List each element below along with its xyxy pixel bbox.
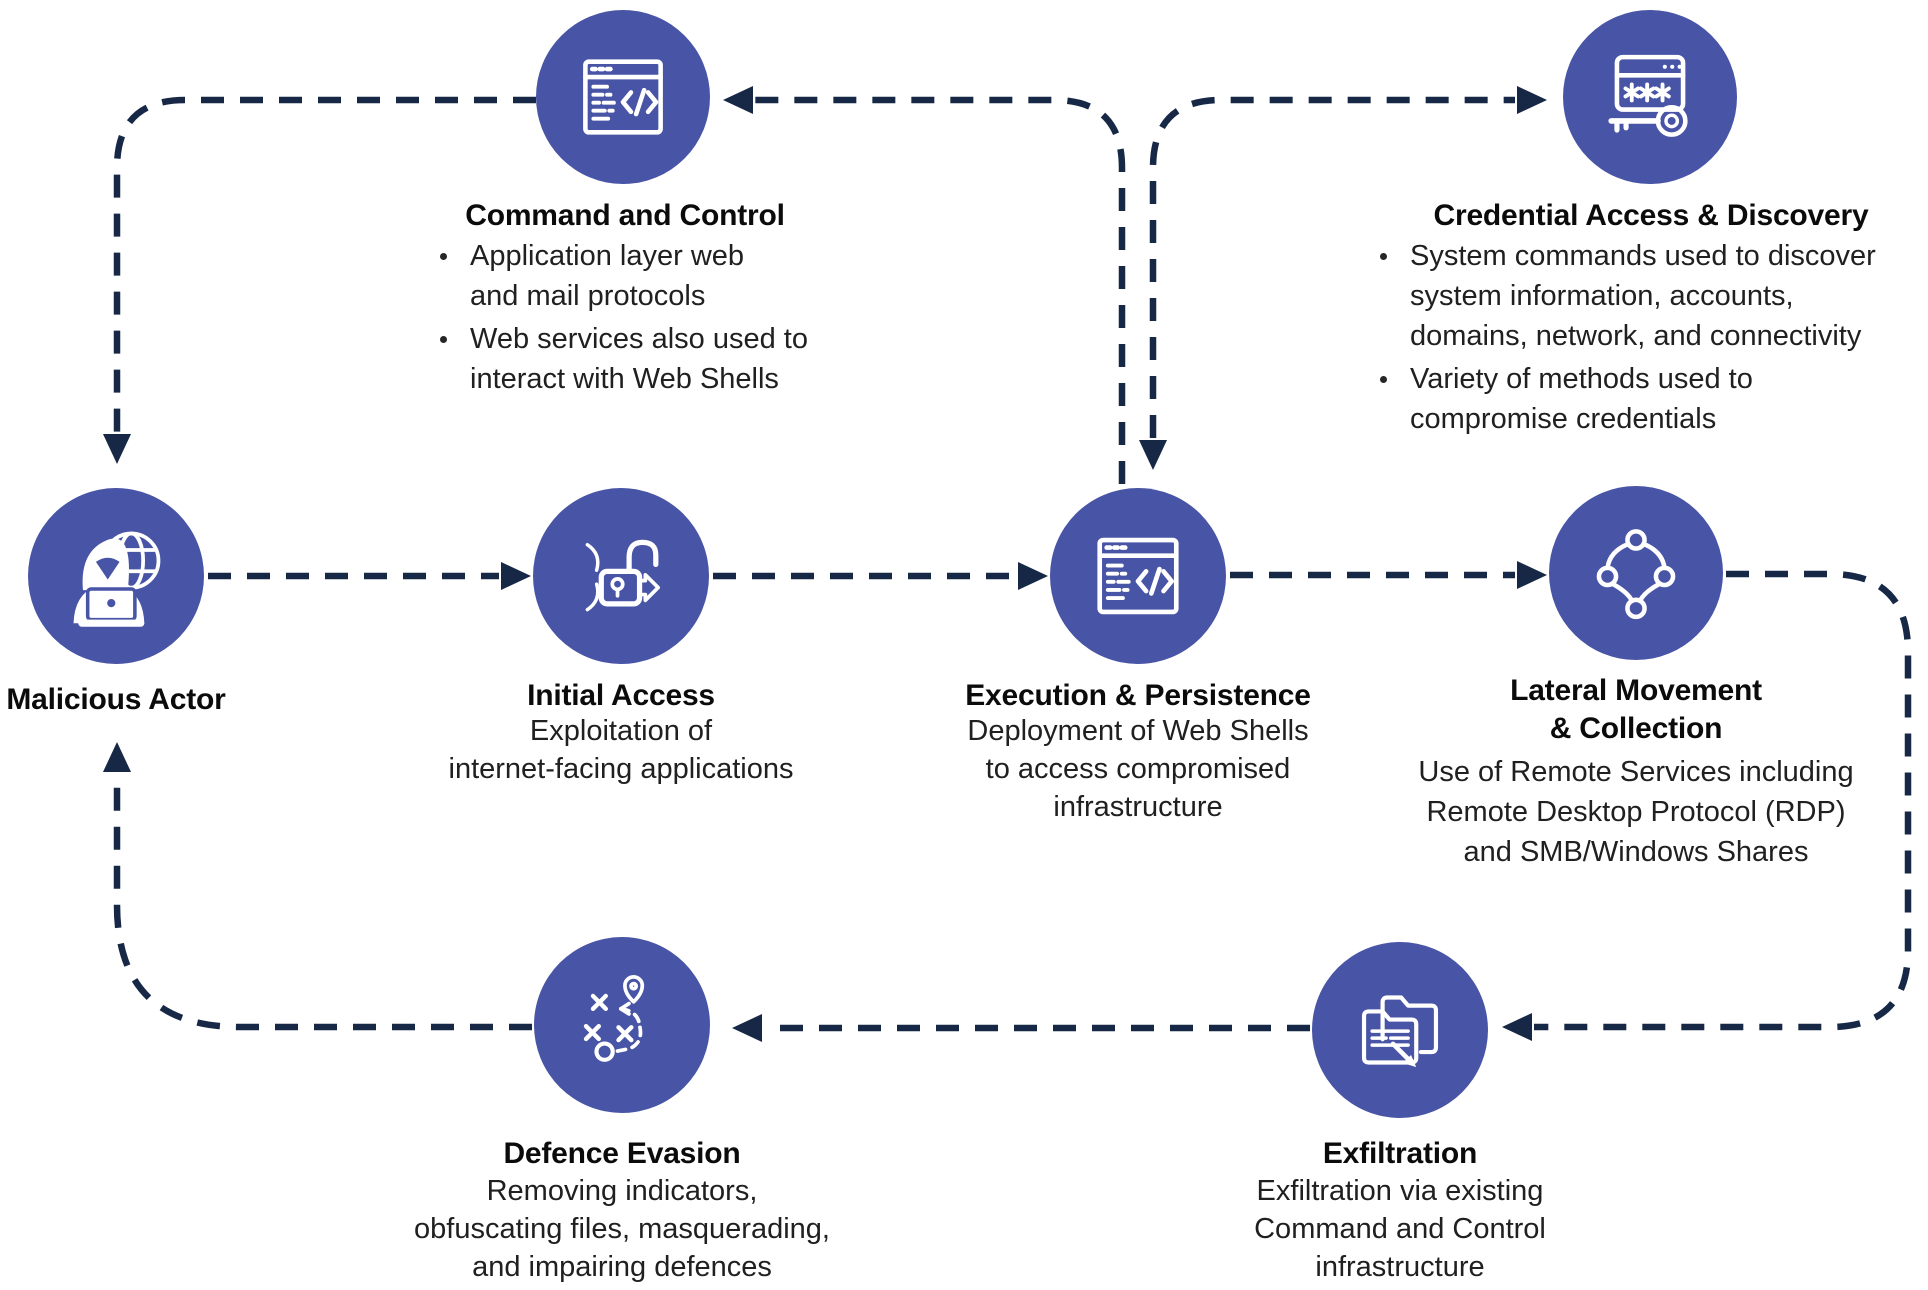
password-key-icon: [1608, 54, 1688, 137]
hacker-globe-icon: [73, 531, 161, 627]
arrowhead-into-exfiltration: [1502, 1013, 1532, 1041]
lateral-movement-description: Use of Remote Services including Remote …: [1418, 756, 1854, 868]
connector-commandcontrol-to-malicious: [113, 96, 536, 432]
arrowhead-into-initial-access: [501, 562, 531, 590]
connector-defence-to-malicious: [113, 774, 532, 1031]
list-item: Web services also used to interact with …: [440, 319, 808, 399]
exfiltration-title: Exfiltration: [1322, 1137, 1478, 1170]
bullet-dot: [440, 336, 447, 343]
credential-access-bullet-list: System commands used to discover system …: [1380, 236, 1876, 442]
arrowhead-into-commandcontrol: [723, 86, 753, 114]
evasion-route-icon: [583, 975, 645, 1062]
bullet-dot: [1380, 376, 1387, 383]
command-control-title: Command and Control: [465, 199, 785, 232]
arrowhead-down-into-malicious: [103, 434, 131, 464]
malicious-actor-node: [28, 488, 204, 664]
execution-persistence-title: Execution & Persistence: [965, 679, 1311, 712]
exfiltration-node: [1312, 942, 1488, 1118]
initial-access-description: Exploitation of internet-facing applicat…: [448, 715, 794, 785]
initial-access-title: Initial Access: [527, 679, 715, 712]
execution-persistence-node: [1050, 488, 1226, 664]
folder-export-icon: [1361, 995, 1439, 1068]
lateral-movement-node: [1549, 486, 1723, 660]
credential-access-title: Credential Access & Discovery: [1433, 199, 1869, 232]
arrowhead-into-lateral: [1517, 561, 1547, 589]
unlocked-padlock-icon: [585, 539, 660, 612]
defence-evasion-node: [534, 937, 710, 1113]
connector-execution-to-commandcontrol: [755, 96, 1126, 484]
code-window-icon: [583, 59, 663, 135]
connector-credential-execution-track: [1149, 96, 1515, 438]
command-control-node: [536, 10, 710, 184]
bullet-dot: [1380, 253, 1387, 260]
defence-evasion-title: Defence Evasion: [503, 1137, 741, 1170]
list-item: Variety of methods used to compromise cr…: [1380, 359, 1876, 439]
arrowhead-up-into-malicious: [103, 742, 131, 772]
code-window-icon: [1097, 537, 1179, 615]
defence-evasion-description: Removing indicators, obfuscating files, …: [414, 1175, 830, 1283]
execution-persistence-description: Deployment of Web Shells to access compr…: [967, 715, 1309, 823]
list-item: System commands used to discover system …: [1380, 236, 1876, 356]
arrowhead-down-into-execution: [1139, 440, 1167, 470]
arrowhead-into-credential: [1517, 86, 1547, 114]
malicious-actor-title: Malicious Actor: [6, 683, 226, 716]
exfiltration-description: Exfiltration via existing Command and Co…: [1254, 1175, 1546, 1283]
arrowhead-into-execution: [1018, 562, 1048, 590]
bullet-dot: [440, 253, 447, 260]
list-item: Application layer web and mail protocols: [440, 236, 808, 316]
initial-access-node: [533, 488, 709, 664]
command-control-bullet-list: Application layer web and mail protocols…: [440, 236, 808, 402]
credential-access-node: [1563, 10, 1737, 184]
arrowhead-into-defence: [732, 1014, 762, 1042]
node-network-icon: [1596, 529, 1676, 620]
lateral-movement-title: Lateral Movement & Collection: [1510, 674, 1762, 745]
